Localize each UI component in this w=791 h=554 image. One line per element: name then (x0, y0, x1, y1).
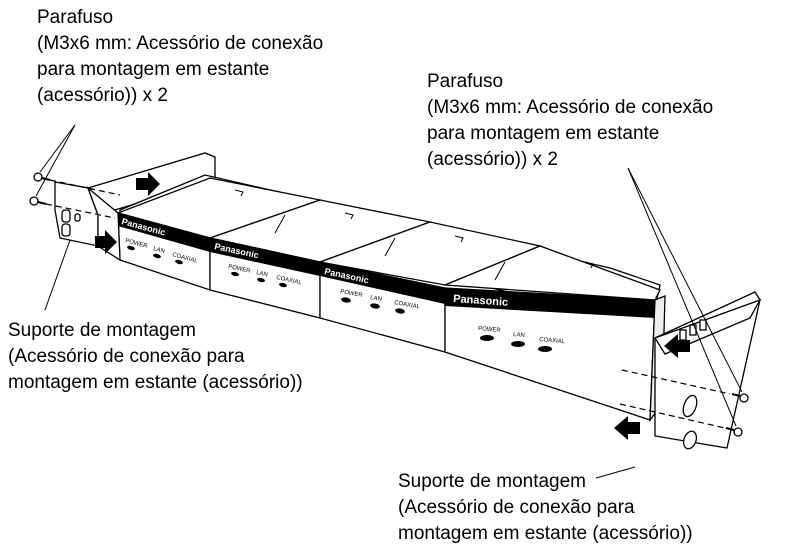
unit-4-led-coax-label: COAXIAL (539, 337, 566, 345)
screw-label-right-line4: (acessório)) x 2 (427, 149, 558, 170)
arrow-right-icon (95, 230, 117, 254)
unit-3-led-lan-label: LAN (370, 295, 383, 303)
unit-4-brand: Panasonic (453, 293, 509, 309)
unit-2-led-lan-label: LAN (256, 270, 269, 278)
screw-label-left-line4: (acessório)) x 2 (37, 85, 168, 106)
unit-1-led-power-label: POWER (124, 238, 148, 250)
top-details (234, 189, 594, 281)
screw-label-right: Parafuso (M3x6 mm: Acessório de conexão … (427, 69, 713, 173)
screw-label-left-line3: para montagem em estante (37, 59, 270, 80)
bracket-label-right-line1: Suporte de montagem (398, 471, 587, 492)
arrow-left-icon (614, 416, 640, 440)
screws (29, 172, 749, 437)
screw-paths (45, 179, 731, 429)
bracket-label-right-line2: (Acessório de conexão para (398, 497, 635, 518)
unit-2-led-power-label: POWER (228, 264, 252, 275)
unit-3-led-power-label: POWER (340, 289, 364, 299)
screw-label-right-line1: Parafuso (427, 71, 504, 92)
unit-4-led-power-label: POWER (478, 326, 502, 334)
arrow-icons (95, 172, 690, 440)
right-bracket (654, 291, 762, 450)
arrow-left-icon (664, 334, 690, 358)
unit-2-led-coax-label: COAXIAL (276, 275, 303, 286)
screw-label-left: Parafuso (M3x6 mm: Acessório de conexão … (37, 5, 323, 109)
bracket-label-right-line3: montagem em estante (acessório)) (398, 523, 693, 544)
unit-4-led-lan-label: LAN (513, 332, 525, 339)
screw-label-right-line3: para montagem em estante (427, 123, 660, 144)
bracket-label-left-line3: montagem em estante (acessório)) (8, 372, 303, 393)
unit-3-led-coax-label: COAXIAL (394, 300, 421, 311)
screw-shanks (37, 177, 741, 431)
bracket-label-left-line2: (Acessório de conexão para (8, 346, 245, 367)
arrow-right-icon (136, 172, 160, 196)
brand-stripes (118, 213, 655, 318)
led-indicators (127, 245, 552, 352)
unit-1-led-lan-label: LAN (152, 246, 165, 255)
leader-lines (35, 124, 743, 479)
screw-label-left-line2: (M3x6 mm: Acessório de conexão (37, 33, 324, 54)
bracket-label-left: Suporte de montagem (Acessório de conexã… (8, 318, 303, 396)
bracket-label-left-line1: Suporte de montagem (8, 320, 197, 341)
unit-tops (115, 177, 661, 301)
screw-label-left-line1: Parafuso (37, 7, 114, 28)
bracket-label-right: Suporte de montagem (Acessório de conexã… (398, 469, 693, 547)
screw-label-right-line2: (M3x6 mm: Acessório de conexão (427, 97, 714, 118)
